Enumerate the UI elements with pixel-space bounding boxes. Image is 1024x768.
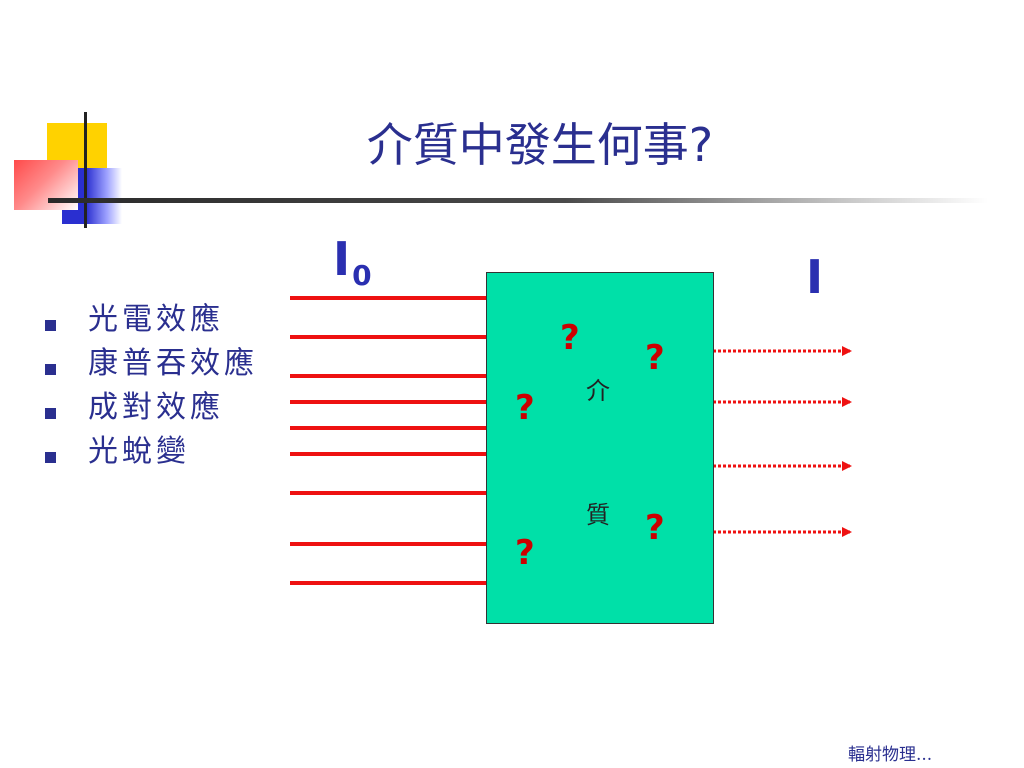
question-mark: ? — [645, 508, 665, 548]
incident-label-text: I — [333, 232, 351, 286]
bullet-item: 光電效應 — [45, 302, 265, 338]
bullet-text: 光蛻變 — [88, 434, 190, 469]
question-mark: ? — [515, 388, 535, 428]
bullet-square-icon — [45, 320, 56, 331]
question-mark: ? — [560, 318, 580, 358]
incident-rays — [290, 296, 487, 585]
title-divider — [48, 198, 988, 203]
medium-box: 介 質 — [486, 272, 714, 624]
bullet-square-icon — [45, 408, 56, 419]
question-mark: ? — [515, 533, 535, 573]
bullet-item: 成對效應 — [45, 390, 265, 426]
deco-vertical-line — [84, 112, 87, 228]
slide-footer: 輻射物理... — [848, 745, 933, 765]
bullet-list: 光電效應 康普吞效應 成對效應 光蛻變 — [45, 302, 265, 478]
question-mark: ? — [645, 338, 665, 378]
bullet-item: 康普吞效應 — [45, 346, 265, 382]
transmitted-rays — [713, 346, 852, 537]
bullet-item: 光蛻變 — [45, 434, 265, 470]
bullet-text: 康普吞效應 — [88, 346, 258, 381]
medium-label-char: 質 — [586, 501, 610, 529]
bullet-text: 成對效應 — [88, 390, 224, 425]
bullet-square-icon — [45, 364, 56, 375]
bullet-square-icon — [45, 452, 56, 463]
incident-intensity-label: I0 — [333, 232, 372, 292]
medium-label-char: 介 — [586, 377, 610, 405]
incident-label-subscript: 0 — [352, 259, 372, 292]
bullet-text: 光電效應 — [88, 302, 224, 337]
slide-title: 介質中發生何事? — [366, 118, 714, 172]
transmitted-intensity-label: I — [806, 250, 824, 304]
